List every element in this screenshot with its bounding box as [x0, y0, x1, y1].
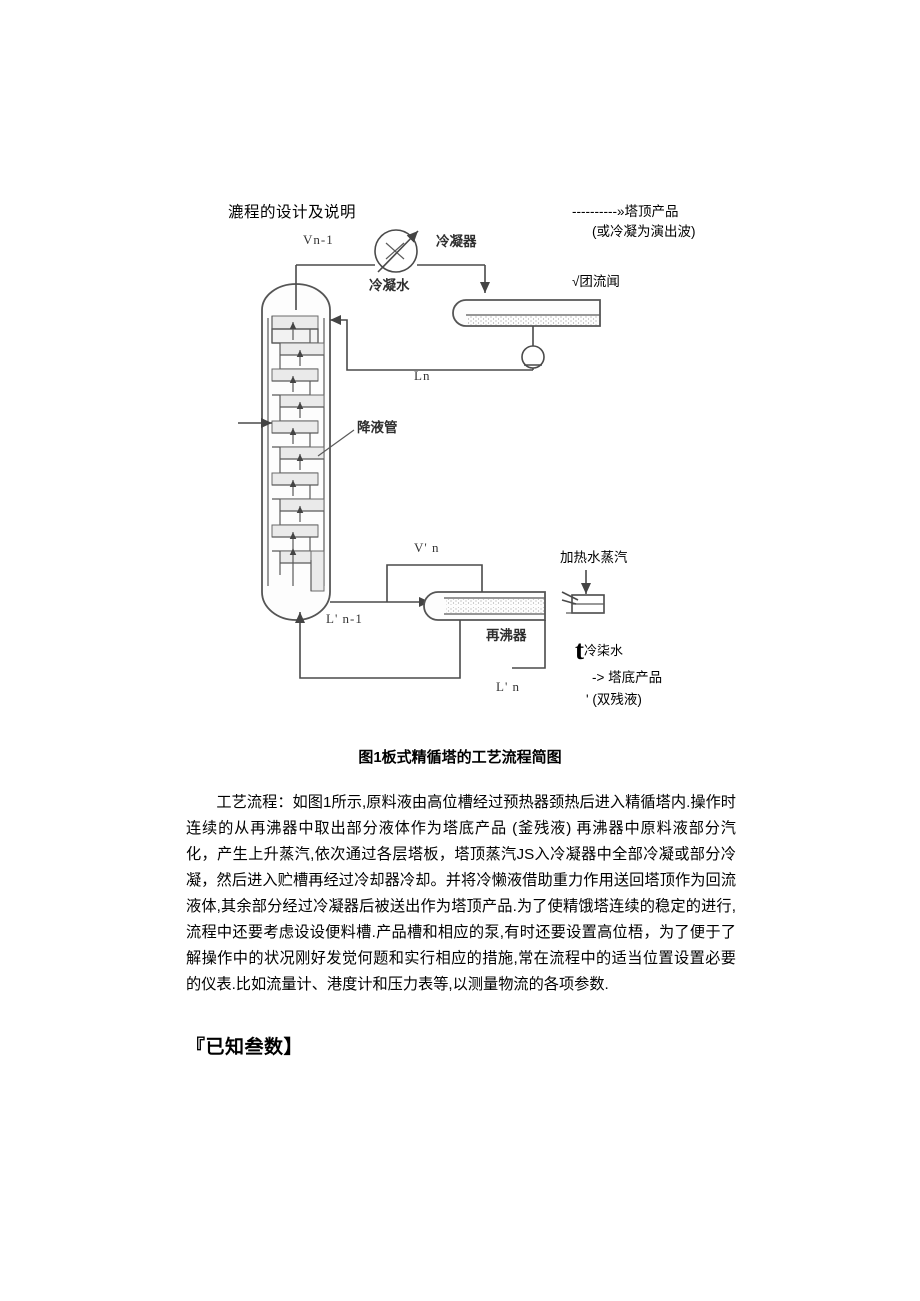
label-reboiler: 再沸器	[486, 627, 527, 643]
downcomer-leader-line	[317, 429, 355, 457]
overhead-vapor-line	[295, 264, 375, 310]
label-liquid-bottom-2: L' n	[496, 679, 520, 694]
reboiler	[423, 591, 546, 621]
label-vapor-top: Vn-1	[303, 232, 334, 247]
label-vapor-bottom: V' n	[414, 540, 439, 555]
figure-caption: 图1板式精循塔的工艺流程简图	[358, 749, 562, 766]
known-parameters-heading: 『已知叁数】	[186, 1037, 304, 1058]
label-cooling-water: 冷凝水	[369, 277, 410, 293]
reflux-drum	[452, 299, 601, 327]
condenser-symbol	[374, 229, 419, 273]
column-trays	[271, 315, 325, 592]
annotation-bottom-product: -> 塔底产品	[592, 670, 663, 685]
body-paragraph-1: 工艺流程：如图1所示,原料液由高位槽经过预热器颈热后进入精循塔内.操作时连续的从…	[186, 794, 736, 993]
section-heading: 漉程的设计及说明	[228, 204, 357, 221]
reflux-pump	[521, 326, 545, 369]
label-liquid-bottom-1: L' n-1	[326, 611, 363, 626]
label-downcomer: 降液管	[357, 419, 398, 435]
annotation-top-product: ----------»塔顶产品	[572, 204, 679, 219]
vapor-return-line	[386, 564, 483, 602]
label-reflux: Ln	[414, 368, 430, 383]
distillation-column	[261, 283, 331, 621]
cooling-water-text: 冷柒水	[584, 643, 624, 658]
reflux-line	[330, 314, 534, 371]
annotation-cooling-water: t冷柒水	[575, 630, 623, 672]
bottoms-product-line	[294, 612, 546, 679]
annotation-reflux-note: √团流闻	[572, 274, 620, 289]
process-flow-diagram: Vn-1 Ln V' n L' n-1 L' n 冷凝器 冷凝水 降液管 再沸器	[238, 229, 605, 694]
annotation-bottom-product-sub: ' (双残液)	[586, 692, 642, 707]
annotation-top-product-sub: (或冷凝为演出波)	[592, 224, 696, 239]
steam-heater-icon	[561, 570, 605, 614]
condenser-outlet-line	[417, 264, 491, 293]
body-text-block: 工艺流程：如图1所示,原料液由高位槽经过预热器颈热后进入精循塔内.操作时连续的从…	[186, 790, 736, 998]
annotation-heating-steam: 加热水蒸汽	[560, 550, 628, 565]
cooling-water-symbol: t	[575, 635, 584, 665]
label-condenser: 冷凝器	[436, 233, 477, 249]
